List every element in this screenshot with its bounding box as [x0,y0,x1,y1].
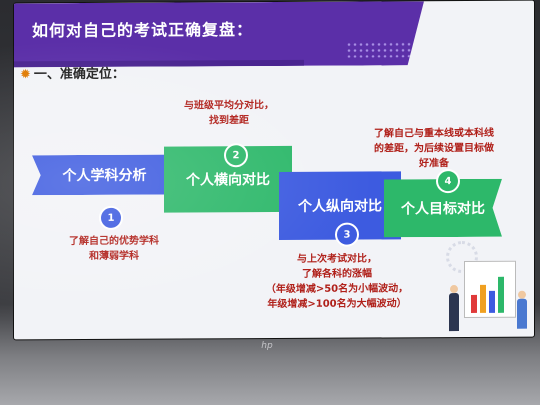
note-line: （年级增减>50名为小幅波动， [265,283,409,296]
gear-icon: ✹ [20,67,31,83]
section-label: 一、准确定位： [33,66,125,83]
step-4-note: 了解自己与重本线或本科线 的差距，为后续设置目标做 好准备 [364,126,504,172]
note-line: 找到差距 [209,115,249,127]
step-3-number-badge: 3 [335,222,359,247]
hp-logo: hp [261,341,273,351]
step-4-number-badge: 4 [436,169,460,194]
note-line: 好准备 [419,158,449,170]
person-head-icon [518,290,526,299]
note-line: 的差距，为后续设置目标做 [374,142,494,155]
note-line: 和薄弱学科 [89,250,139,262]
note-line: 了解自己的优势学科 [69,235,159,248]
business-illustration [444,240,534,333]
note-line: 年级增减>100名为大幅波动） [267,298,407,311]
step-3-label: 个人纵向对比 [298,198,382,215]
presentation-slide: 如何对自己的考试正确复盘： ✹一、准确定位： 个人学科分析 个人横向对比 个人纵… [14,0,534,340]
chart-board-icon [464,260,516,319]
title-banner: 如何对自己的考试正确复盘： [14,1,424,67]
step-2-note: 与班级平均分对比， 找到差距 [164,98,294,129]
person-icon [517,298,527,329]
note-line: 了解自己与重本线或本科线 [374,127,494,140]
slide-title: 如何对自己的考试正确复盘： [32,20,254,41]
step-2-label: 个人横向对比 [186,172,270,189]
step-1-note: 了解自己的优势学科 和薄弱学科 [44,233,184,264]
section-heading: ✹一、准确定位： [20,63,125,83]
chart-bar-icon [471,294,477,313]
step-4-label: 个人目标对比 [401,200,485,218]
step-3-note: 与上次考试对比， 了解各科的涨幅 （年级增减>50名为小幅波动， 年级增减>10… [252,251,422,312]
note-line: 与上次考试对比， [297,253,377,265]
step-2-number-badge: 2 [224,143,248,168]
dot-pattern [346,41,416,57]
step-1-box: 个人学科分析 [32,155,177,196]
step-1-label: 个人学科分析 [62,167,147,185]
step-1-number-badge: 1 [99,205,123,230]
note-line: 与班级平均分对比， [184,100,274,112]
chart-bar-icon [489,290,495,313]
person-head-icon [450,285,458,294]
person-icon [449,293,459,332]
chart-bar-icon [498,276,504,313]
chart-bar-icon [480,284,486,313]
note-line: 了解各科的涨幅 [302,268,372,280]
